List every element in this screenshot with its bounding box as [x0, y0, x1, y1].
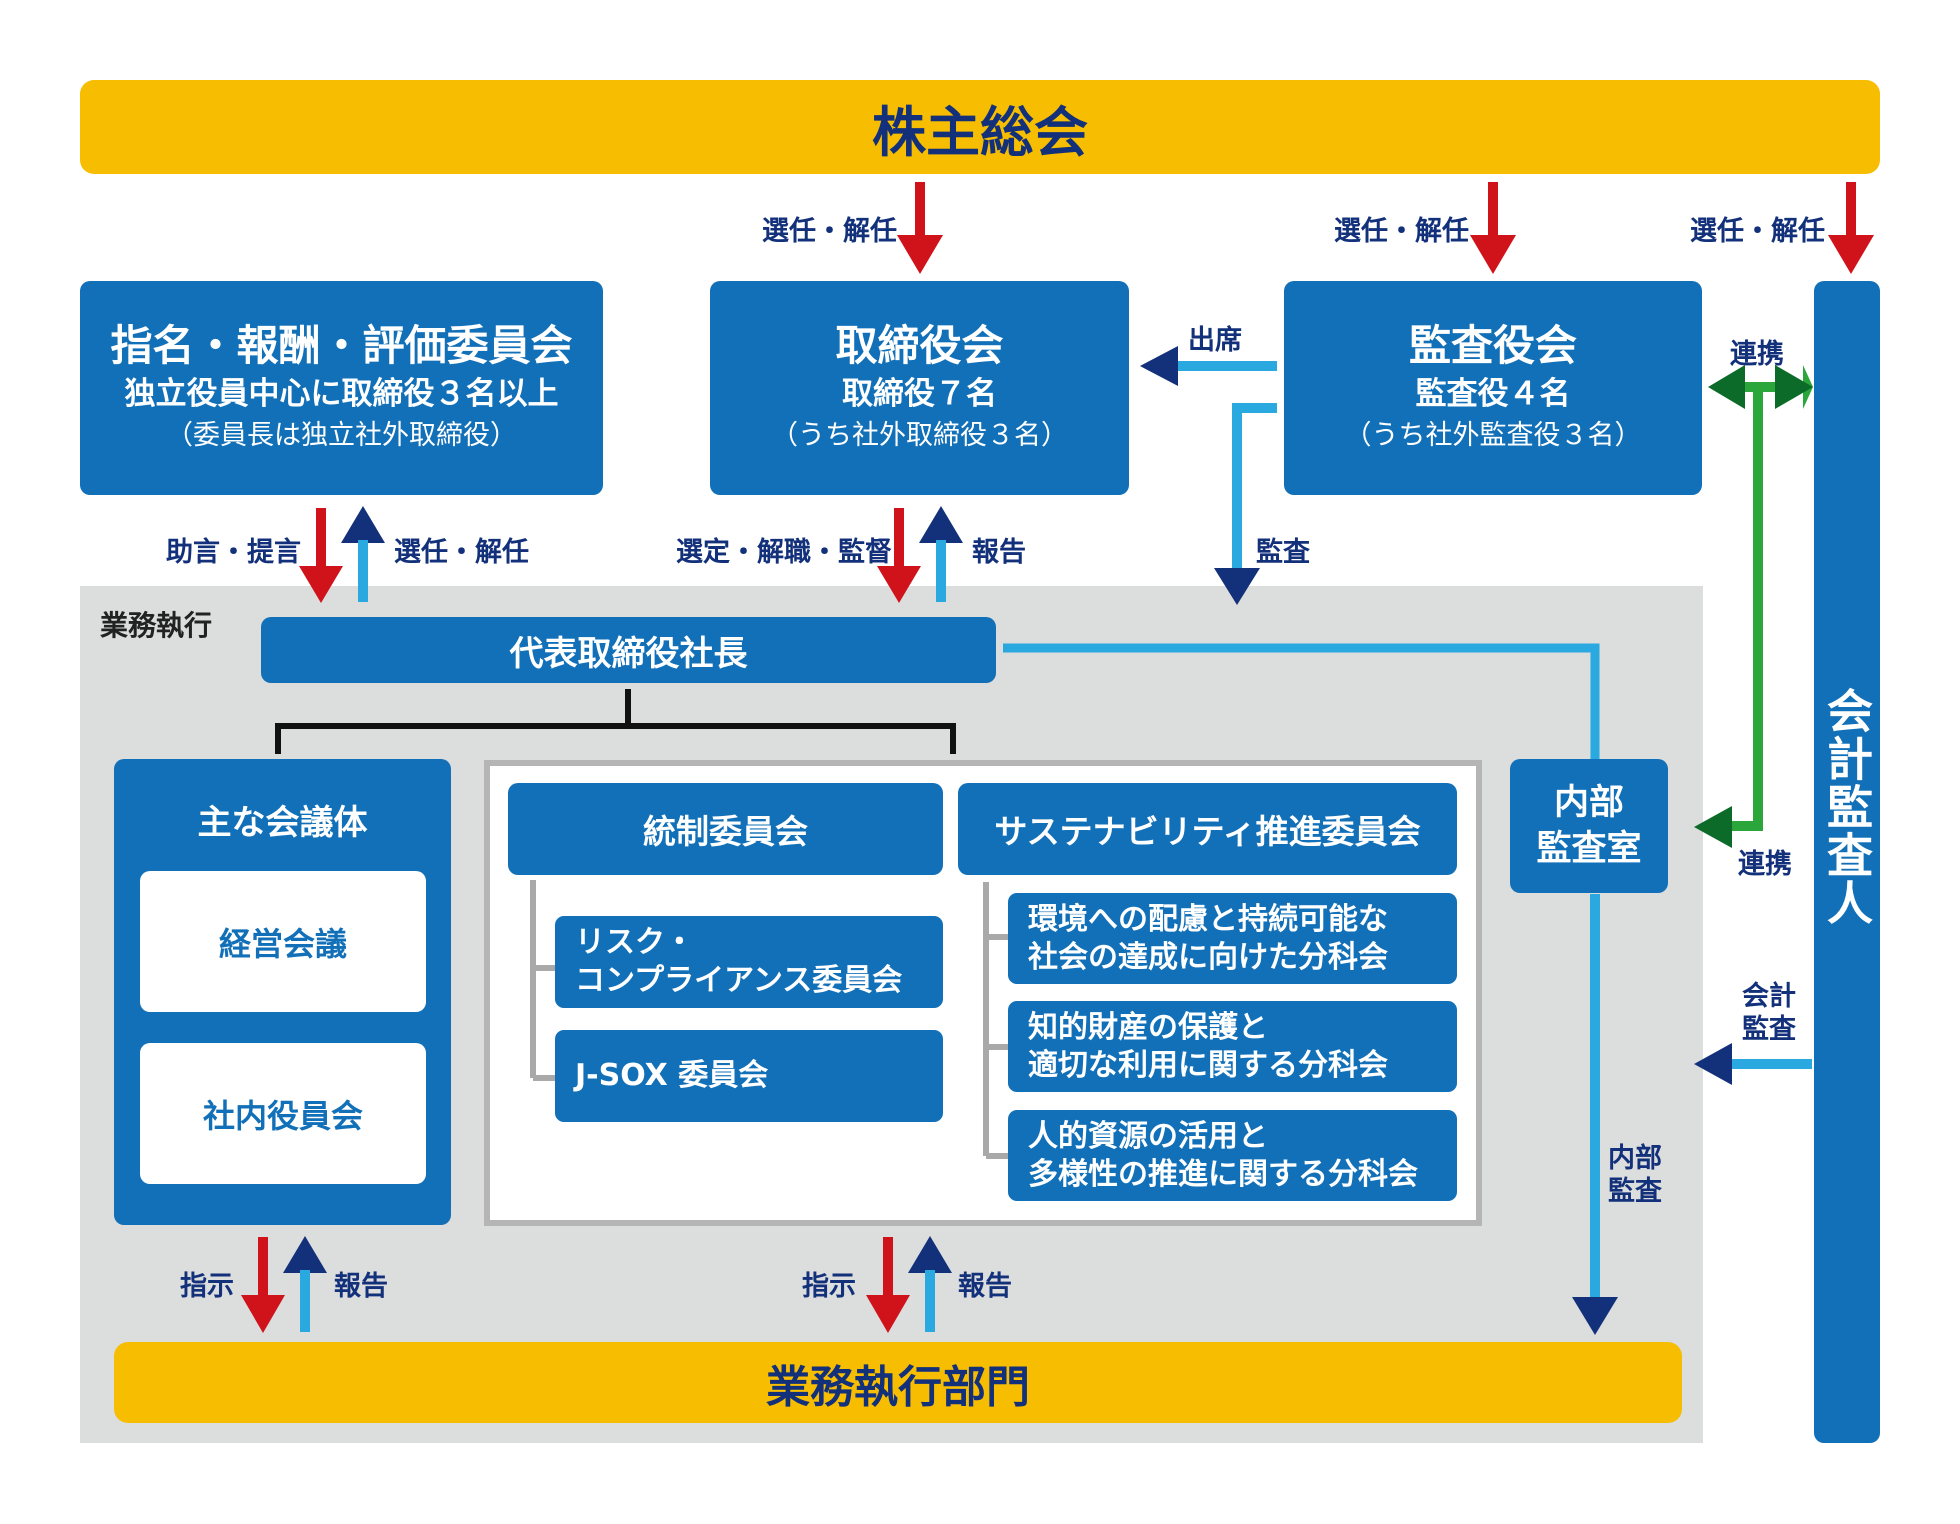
board-of-directors: 取締役会 取締役７名 （うち社外取締役３名） [710, 281, 1129, 495]
line-president-to-internal-audit [1003, 643, 1600, 760]
label-select-supervise: 選定・解職・監督 [676, 537, 892, 568]
arrow-select-supervise [877, 508, 921, 603]
label-report-left: 報告 [334, 1271, 388, 1302]
arrow-cooperation-top [1708, 365, 1813, 409]
audit-board: 監査役会 監査役４名 （うち社外監査役３名） [1284, 281, 1702, 495]
accounting-auditor-label: 会計監査人 [1820, 687, 1874, 927]
nomination-committee-members: 独立役員中心に取締役３名以上 [124, 376, 559, 412]
arrow-advice [299, 508, 343, 603]
shareholders-meeting: 株主総会 [80, 80, 1880, 174]
audit-board-outside: （うち社外監査役３名） [1344, 420, 1642, 451]
nomination-committee: 指名・報酬・評価委員会 独立役員中心に取締役３名以上 （委員長は独立社外取締役） [80, 281, 603, 495]
label-report-right: 報告 [958, 1271, 1012, 1302]
jsox-committee-label: J-SOX 委員会 [575, 1058, 769, 1093]
label-instruct-left: 指示 [180, 1271, 234, 1302]
risk-compliance-line1: リスク・ [575, 925, 695, 960]
subcommittee-environment-line1: 環境への配慮と持続可能な [1028, 901, 1388, 937]
label-appoint: 選任・解任 [394, 537, 529, 568]
audit-board-title: 監査役会 [1408, 321, 1577, 370]
subcommittee-environment-line2: 社会の達成に向けた分科会 [1028, 939, 1388, 975]
internal-officers-meeting: 社内役員会 [140, 1043, 426, 1184]
arrow-audit-line [1232, 403, 1277, 570]
label-cooperation-bottom: 連携 [1738, 849, 1792, 880]
board-outside: （うち社外取締役３名） [771, 420, 1068, 451]
arrow-report-left [283, 1236, 327, 1332]
branch-control [530, 880, 555, 1081]
label-internal-audit-line1: 内部 [1608, 1143, 1662, 1174]
audit-board-members: 監査役４名 [1415, 376, 1571, 412]
label-cooperation-top: 連携 [1730, 339, 1784, 370]
board-title: 取締役会 [835, 321, 1004, 370]
subcommittee-environment: 環境への配慮と持続可能な 社会の達成に向けた分科会 [1008, 893, 1457, 984]
president: 代表取締役社長 [261, 617, 996, 683]
label-accounting-audit: 会計 監査 [1742, 980, 1796, 1046]
subcommittee-ip-line1: 知的財産の保護と [1028, 1009, 1268, 1045]
business-divisions: 業務執行部門 [114, 1342, 1682, 1423]
execution-area-label: 業務執行 [100, 609, 213, 642]
arrow-appoint-up [341, 506, 385, 602]
label-accounting-audit-line1: 会計 [1742, 981, 1796, 1012]
arrow-attend [1140, 346, 1277, 386]
label-auditor-appointment: 選任・解任 [1334, 216, 1469, 247]
subcommittee-ip-line2: 適切な利用に関する分科会 [1028, 1047, 1388, 1083]
arrow-shareholders-to-auditors [1470, 182, 1516, 274]
branch-sustainability [983, 882, 1008, 1159]
subcommittee-intellectual-property: 知的財産の保護と 適切な利用に関する分科会 [1008, 1001, 1457, 1092]
subcommittee-human-resources: 人的資源の活用と 多様性の推進に関する分科会 [1008, 1110, 1457, 1201]
accounting-auditor: 会計監査人 [1814, 281, 1880, 1443]
arrow-shareholders-to-board [897, 182, 943, 274]
label-attend: 出席 [1188, 325, 1242, 356]
control-committee: 統制委員会 [508, 783, 943, 875]
main-meetings: 主な会議体 経営会議 社内役員会 [114, 759, 451, 1225]
arrow-report-right [908, 1236, 952, 1332]
arrow-cooperation-line [1730, 392, 1763, 831]
org-bracket [275, 689, 956, 754]
internal-audit-office-line1: 内部 [1553, 783, 1624, 823]
label-internal-audit: 内部 監査 [1608, 1142, 1662, 1208]
nomination-committee-title: 指名・報酬・評価委員会 [110, 321, 573, 370]
jsox-committee: J-SOX 委員会 [555, 1030, 943, 1122]
arrow-cooperation-bottom-head [1694, 806, 1732, 848]
risk-compliance-committee: リスク・ コンプライアンス委員会 [555, 916, 943, 1008]
arrow-accounting-audit-line [1730, 1059, 1812, 1069]
label-instruct-right: 指示 [802, 1271, 856, 1302]
subcommittee-hr-line2: 多様性の推進に関する分科会 [1028, 1156, 1418, 1192]
risk-compliance-line2: コンプライアンス委員会 [575, 963, 903, 998]
arrow-report-up [919, 506, 963, 602]
internal-audit-office: 内部 監査室 [1510, 759, 1668, 893]
internal-audit-office-line2: 監査室 [1536, 829, 1642, 869]
arrow-instruct-left [241, 1237, 285, 1333]
sustainability-committee: サステナビリティ推進委員会 [958, 783, 1457, 875]
board-members: 取締役７名 [842, 376, 997, 412]
arrow-accounting-audit-head [1694, 1043, 1732, 1085]
arrow-instruct-right [866, 1237, 910, 1333]
arrow-internal-audit-head [1572, 1297, 1618, 1335]
label-accountant-appointment: 選任・解任 [1690, 216, 1825, 247]
subcommittee-hr-line1: 人的資源の活用と [1028, 1118, 1268, 1154]
label-accounting-audit-line2: 監査 [1742, 1014, 1796, 1045]
management-meeting: 経営会議 [140, 871, 426, 1012]
arrow-internal-audit-line [1590, 894, 1600, 1299]
arrow-audit-head [1214, 568, 1260, 605]
label-advice: 助言・提言 [166, 537, 301, 568]
label-audit: 監査 [1256, 537, 1310, 568]
main-meetings-title: 主な会議体 [197, 803, 368, 843]
label-report: 報告 [972, 537, 1026, 568]
arrow-shareholders-to-accountant [1828, 182, 1874, 274]
label-board-appointment: 選任・解任 [762, 216, 897, 247]
nomination-committee-chair: （委員長は独立社外取締役） [166, 420, 517, 451]
label-internal-audit-line2: 監査 [1608, 1176, 1662, 1207]
